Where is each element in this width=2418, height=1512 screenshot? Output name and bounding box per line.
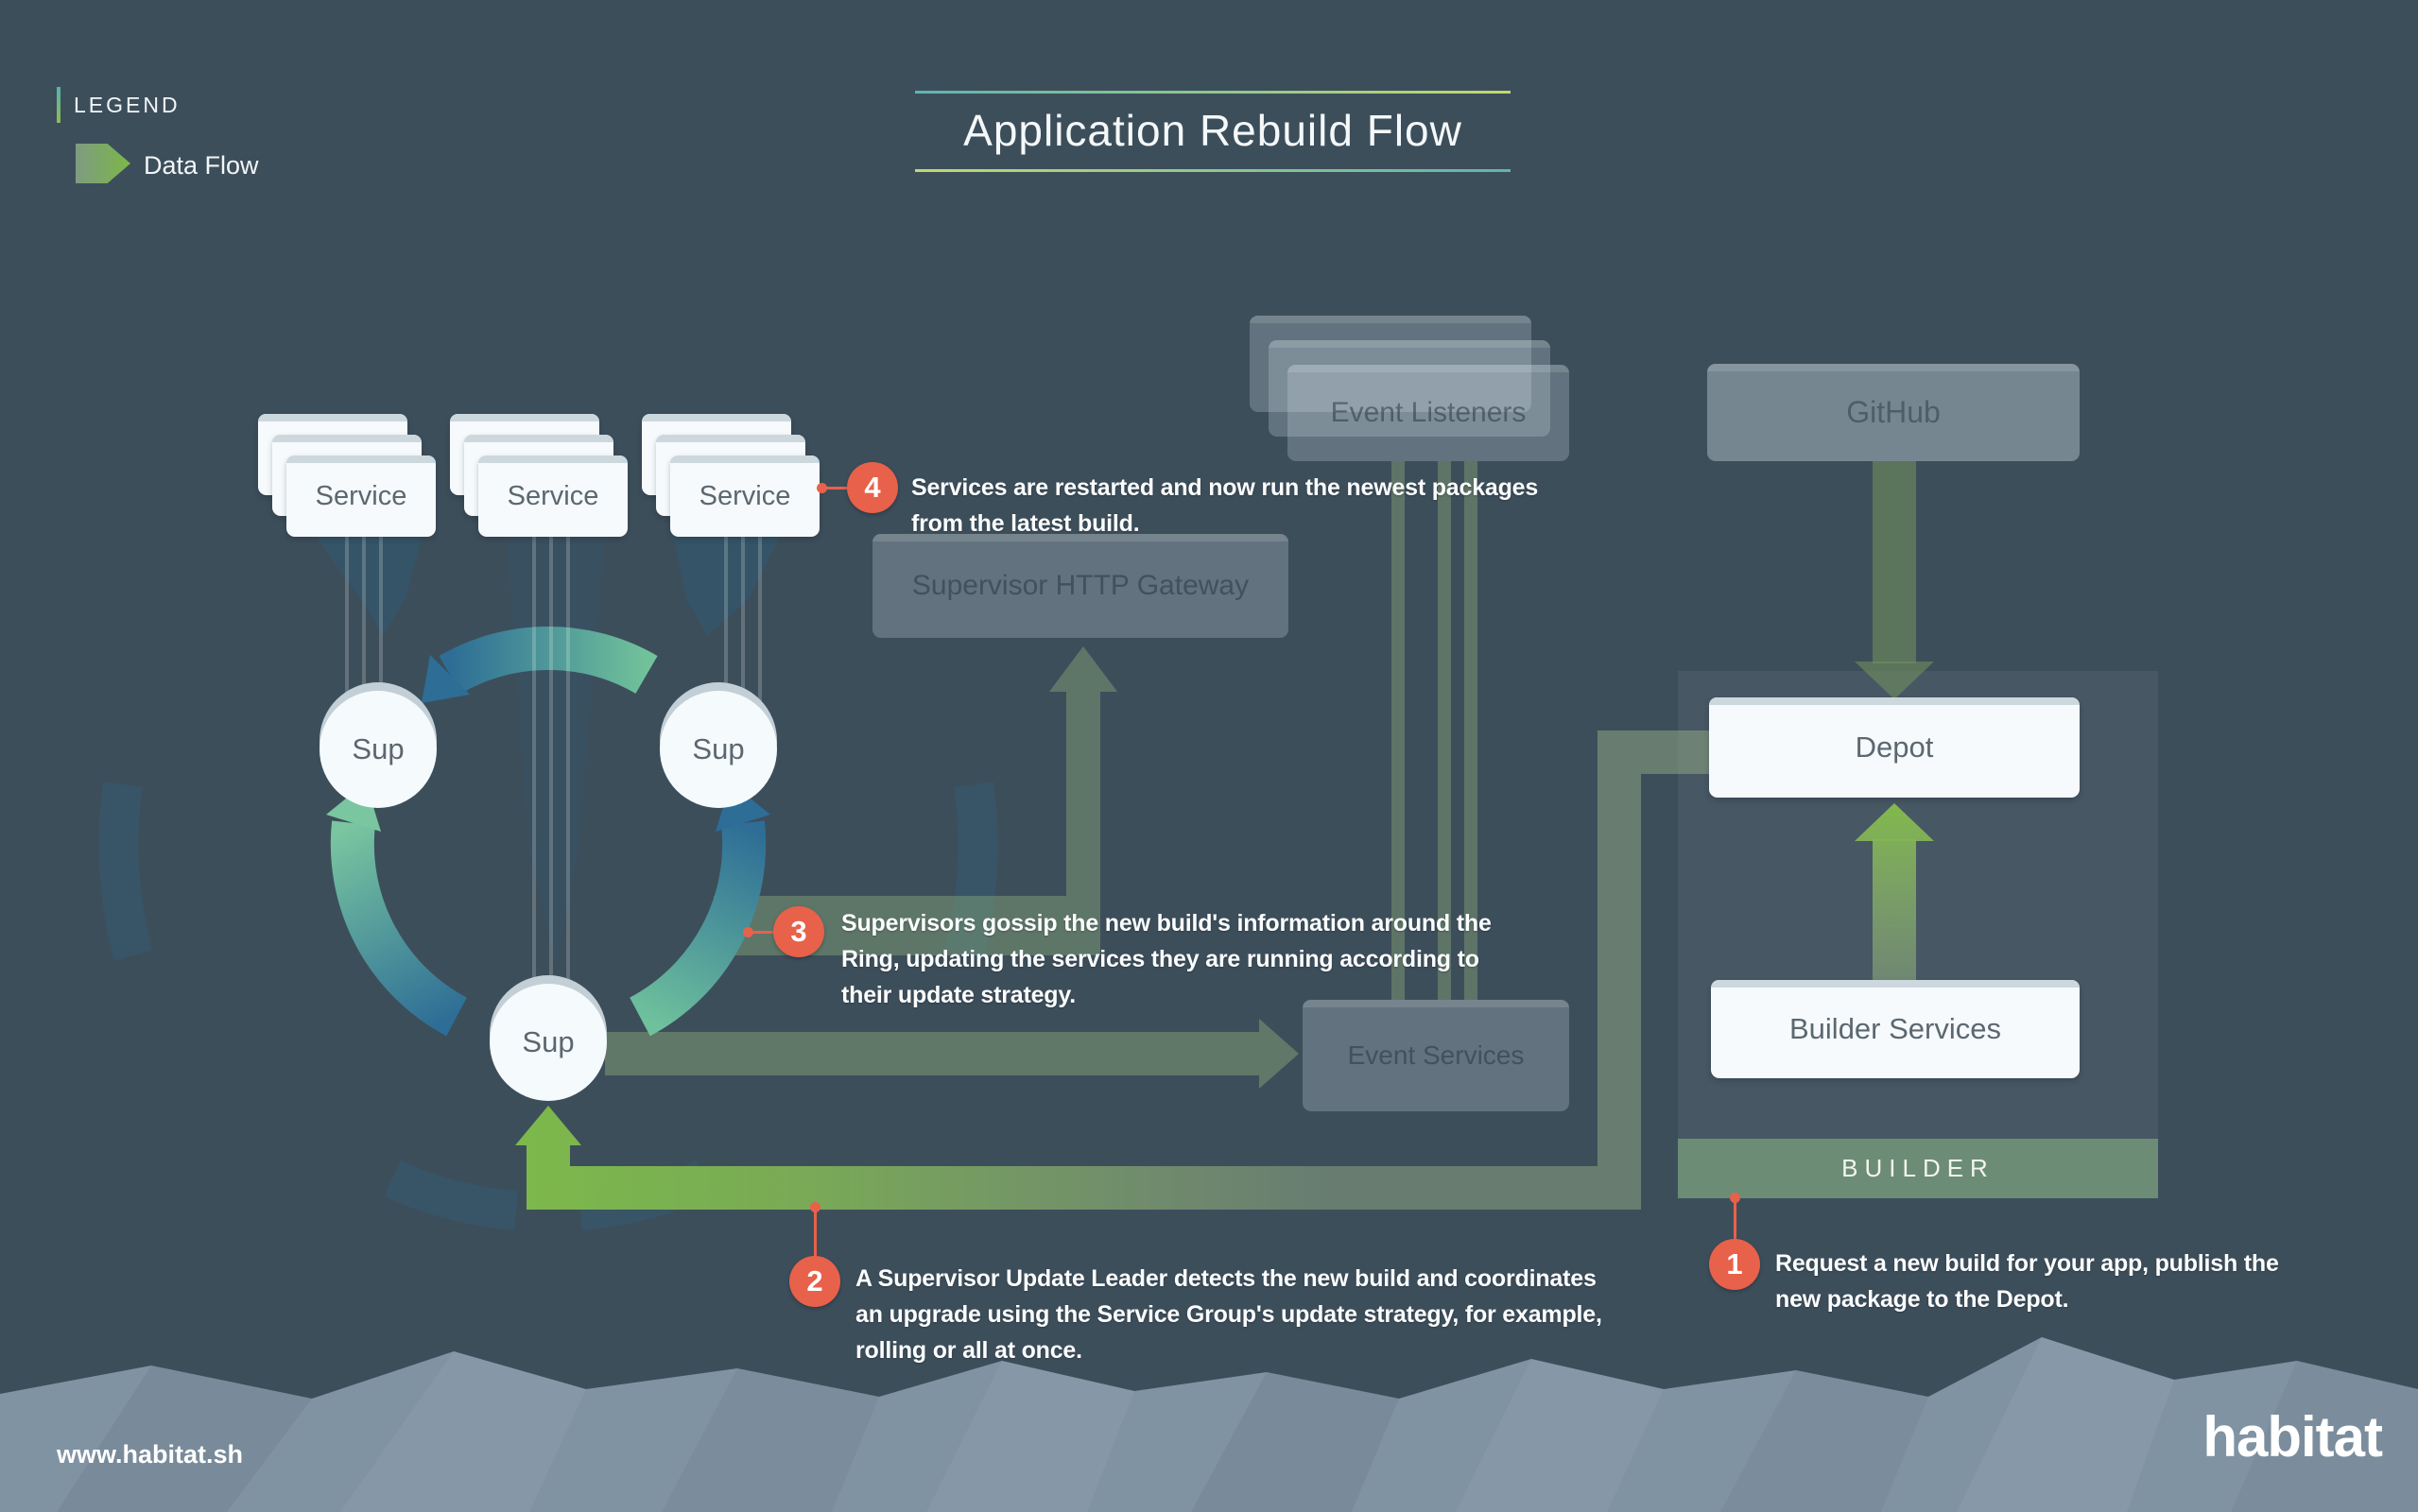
legend-heading: LEGEND xyxy=(74,93,181,117)
annotation-3-text: Supervisors gossip the new build's infor… xyxy=(841,910,1492,1008)
sup-label: Sup xyxy=(490,984,607,1101)
depot-label: Depot xyxy=(1855,730,1934,764)
event-listener-pipes xyxy=(1391,461,1477,1000)
service-label: Service xyxy=(315,480,407,511)
title-rule-top xyxy=(915,91,1511,94)
service-card: Service xyxy=(478,455,628,537)
builder-bar: BUILDER xyxy=(1678,1139,2158,1198)
builder-services-box: Builder Services xyxy=(1711,980,2080,1078)
annotation-1-badge: 1 xyxy=(1709,1239,1760,1290)
event-listeners-label: Event Listeners xyxy=(1330,397,1527,428)
builder-services-label: Builder Services xyxy=(1789,1012,2001,1045)
supervisor-http-gateway-label: Supervisor HTTP Gateway xyxy=(911,570,1250,601)
event-services-flow xyxy=(605,1019,1299,1089)
gateway-flow xyxy=(714,646,1117,955)
page-title: Application Rebuild Flow xyxy=(963,106,1462,155)
depot-box: Depot xyxy=(1709,697,2080,798)
ring-arcs xyxy=(330,627,767,1037)
annotation-2-text: A Supervisor Update Leader detects the n… xyxy=(855,1265,1602,1364)
service-label: Service xyxy=(699,480,791,511)
annotation-4-line xyxy=(824,487,851,490)
data-flow-label: Data Flow xyxy=(144,151,259,180)
github-depot-flow xyxy=(1855,461,1934,699)
annotation-1-line xyxy=(1734,1200,1736,1242)
builder-bar-label: BUILDER xyxy=(1841,1154,1995,1182)
sup-label: Sup xyxy=(660,691,777,808)
sup-label: Sup xyxy=(320,691,437,808)
annotation-3-line xyxy=(751,931,777,934)
habitat-logo: habitat xyxy=(2202,1405,2383,1469)
footer-url: www.habitat.sh xyxy=(57,1440,244,1469)
service-card: Service xyxy=(286,455,436,537)
builder-depot-flow xyxy=(1855,803,1934,981)
service-connection-lines xyxy=(345,537,762,1040)
annotation-1-dot xyxy=(1730,1193,1740,1203)
annotation-3-dot xyxy=(743,927,753,937)
service-card: Service xyxy=(670,455,820,537)
legend-accent-bar xyxy=(57,87,60,123)
annotation-2-badge: 2 xyxy=(789,1256,840,1307)
title-rule-bottom xyxy=(915,169,1511,172)
title-block: Application Rebuild Flow xyxy=(915,91,1511,172)
annotation-4-badge: 4 xyxy=(847,462,898,513)
annotation-4-dot xyxy=(817,483,827,493)
annotation-1-text: Request a new build for your app, publis… xyxy=(1775,1250,2279,1313)
service-label: Service xyxy=(507,480,599,511)
github-box: GitHub xyxy=(1707,364,2080,461)
event-services-label: Event Services xyxy=(1347,1040,1525,1070)
github-label: GitHub xyxy=(1846,395,1941,429)
sup-node-left: Sup xyxy=(320,682,437,808)
annotation-4-text: Services are restarted and now run the n… xyxy=(911,474,1539,537)
event-listeners-back xyxy=(1250,316,1531,412)
annotation-2-line xyxy=(814,1210,817,1257)
sup-node-bottom: Sup xyxy=(490,975,607,1101)
supervisor-http-gateway-box: Supervisor HTTP Gateway xyxy=(872,534,1288,638)
event-listeners-mid xyxy=(1269,340,1550,437)
event-services-box: Event Services xyxy=(1303,1000,1569,1111)
event-listeners-box: Event Listeners xyxy=(1287,365,1569,461)
annotation-2-dot xyxy=(810,1202,820,1212)
annotation-3-badge: 3 xyxy=(773,906,824,957)
sup-node-right: Sup xyxy=(660,682,777,808)
